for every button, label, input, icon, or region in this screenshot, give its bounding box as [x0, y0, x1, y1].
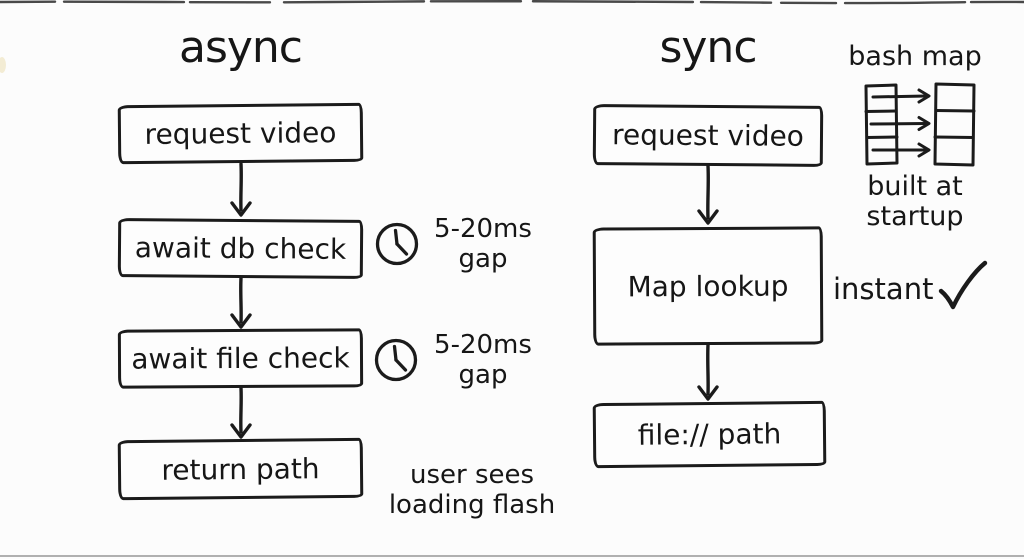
sync-title: sync	[659, 22, 757, 73]
instant-note: instant	[833, 274, 933, 304]
flow-arrow	[230, 162, 252, 217]
caption-line1: built at	[867, 171, 963, 202]
hash-map-title: bash map	[848, 41, 982, 72]
flow-box-file-path: file:// path	[592, 400, 827, 469]
hash-map-caption: built at startup	[845, 172, 985, 232]
gap-note-line1: 5-20ms	[434, 330, 532, 360]
clock-icon	[374, 338, 418, 382]
flow-box-return-path: return path	[117, 437, 364, 501]
footnote-line2: loading flash	[388, 490, 556, 520]
loading-flash-note: user sees loading flash	[367, 460, 577, 520]
flow-box-label: request video	[144, 116, 337, 151]
hash-map-diagram	[864, 82, 976, 167]
gap-note-line2: gap	[458, 360, 508, 390]
flow-box-request-video-sync: request video	[592, 104, 824, 167]
gap-note: 5-20ms gap	[424, 214, 542, 274]
top-edge-artifact	[0, 0, 1024, 5]
flow-box-label: await file check	[131, 341, 350, 376]
async-title: async	[178, 22, 303, 73]
gap-note-line2: gap	[458, 244, 508, 274]
flow-box-request-video-async: request video	[117, 102, 364, 165]
flow-arrow	[697, 343, 719, 401]
flow-box-label: Map lookup	[627, 269, 789, 303]
clock-icon	[375, 222, 419, 266]
flow-box-map-lookup: Map lookup	[592, 226, 824, 346]
flow-arrow	[230, 276, 252, 329]
flow-arrow	[230, 386, 252, 439]
caption-line2: startup	[866, 201, 964, 232]
flow-box-await-db-check: await db check	[117, 218, 364, 279]
footnote-line1: user sees	[409, 460, 535, 490]
gap-note: 5-20ms gap	[424, 330, 542, 390]
flow-box-label: file:// path	[637, 417, 782, 452]
flow-box-label: request video	[611, 118, 805, 153]
paper-smudge	[0, 57, 6, 73]
instant-label: instant	[833, 272, 934, 306]
checkmark-icon	[938, 260, 988, 310]
gap-note-line1: 5-20ms	[434, 214, 532, 244]
flow-arrow	[697, 164, 719, 225]
flow-box-label: return path	[161, 451, 320, 487]
flow-box-label: await db check	[134, 231, 347, 266]
bottom-edge-line	[0, 555, 1024, 557]
flow-box-await-file-check: await file check	[117, 328, 364, 389]
